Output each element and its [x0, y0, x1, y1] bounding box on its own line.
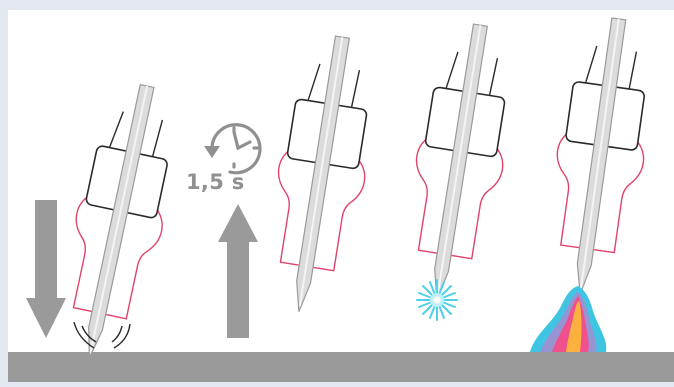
- clock-icon: [204, 123, 262, 175]
- down-arrow-icon: [26, 200, 66, 338]
- ground-plate: [8, 352, 674, 382]
- timer-label: 1,5 s: [186, 170, 245, 194]
- flame-icon: [530, 286, 607, 352]
- spark-icon: [416, 279, 458, 321]
- contact-vibration-icon: [73, 321, 131, 349]
- up-arrow-icon: [218, 204, 258, 338]
